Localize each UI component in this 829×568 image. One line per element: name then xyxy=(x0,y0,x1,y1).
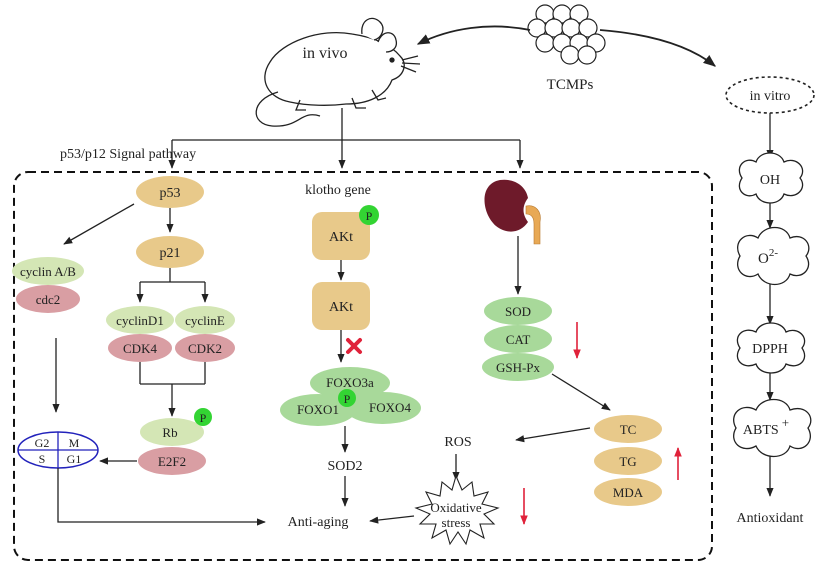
kidney-icon xyxy=(484,179,541,245)
akt-bottom-node xyxy=(312,282,370,330)
oh-label: OH xyxy=(760,173,780,188)
cdk2-node xyxy=(175,334,235,362)
inhibit-cross-icon xyxy=(346,338,362,354)
rb-label: Rb xyxy=(162,425,177,440)
arrow-cell-cycle-to-anti-aging xyxy=(57,468,266,526)
o2-label: O2- xyxy=(758,247,778,267)
oxidative-stress-burst xyxy=(414,474,500,546)
tc-node xyxy=(594,415,662,443)
mouse-icon xyxy=(255,17,421,127)
foxo1-label: FOXO1 xyxy=(297,402,339,417)
cell-cycle-g1: G1 xyxy=(67,452,82,466)
akt-phospho-badge xyxy=(359,205,379,225)
foxo1-node xyxy=(280,394,356,426)
mda-label: MDA xyxy=(613,485,644,500)
rb-phospho-label: P xyxy=(200,411,207,425)
foxo3a-label: FOXO3a xyxy=(326,375,374,390)
o2-cloud xyxy=(737,226,810,286)
cdk4-node xyxy=(108,334,172,362)
oxidative-stress-line1: Oxidative xyxy=(430,500,481,515)
e2f2-label: E2F2 xyxy=(158,454,186,469)
abts-cloud xyxy=(733,398,812,458)
arrow-p53-to-cyclin-ab xyxy=(63,203,135,245)
cdc2-node xyxy=(16,285,80,313)
e2f2-node xyxy=(138,447,206,475)
sod2-label: SOD2 xyxy=(327,459,362,474)
dpph-cloud xyxy=(736,322,806,374)
cyclin-ab-label: cyclin A/B xyxy=(20,264,76,279)
cyclin-d1-label: cyclinD1 xyxy=(116,313,164,328)
klotho-title: klotho gene xyxy=(305,183,371,198)
p53-label: p53 xyxy=(160,186,181,201)
mda-node xyxy=(594,478,662,506)
akt-top-label: AKt xyxy=(329,230,353,245)
sod-label: SOD xyxy=(505,304,531,319)
rb-node xyxy=(140,418,204,446)
in-vivo-frame xyxy=(13,171,713,561)
cdk-merge-lines xyxy=(139,362,206,417)
cyclin-e-node xyxy=(175,306,235,334)
arrow-stress-to-anti-aging xyxy=(369,515,415,524)
cell-cycle-s: S xyxy=(39,452,46,466)
p21-node xyxy=(136,236,204,268)
p21-fork-lines xyxy=(136,268,209,303)
tg-node xyxy=(594,447,662,475)
in-vivo-label: in vivo xyxy=(303,45,348,62)
akt-phospho-label: P xyxy=(366,209,373,223)
foxo4-node xyxy=(345,392,421,424)
tc-label: TC xyxy=(620,422,637,437)
sod-node xyxy=(484,297,552,325)
arrow-tcmps-to-in-vitro xyxy=(599,29,716,67)
anti-aging-label: Anti-aging xyxy=(288,515,349,530)
p53-node xyxy=(136,176,204,208)
ros-label: ROS xyxy=(444,435,471,450)
abts-label: ABTS+ xyxy=(743,415,789,438)
antioxidant-label: Antioxidant xyxy=(737,511,804,526)
cell-cycle-m: M xyxy=(69,436,80,450)
gsh-px-label: GSH-Px xyxy=(496,360,541,375)
cdk4-label: CDK4 xyxy=(123,341,157,356)
foxo4-label: FOXO4 xyxy=(369,400,411,415)
cell-cycle-diagram xyxy=(17,431,99,469)
arrow-tc-to-ros xyxy=(515,427,591,443)
tcmps-label: TCMPs xyxy=(547,77,594,93)
oh-cloud xyxy=(738,152,804,204)
cyclin-d1-node xyxy=(106,306,174,334)
cell-cycle-g2: G2 xyxy=(35,436,50,450)
akt-bottom-label: AKt xyxy=(329,300,353,315)
in-vitro-label: in vitro xyxy=(750,89,791,104)
cyclin-ab-node xyxy=(12,257,84,285)
foxo-phospho-badge xyxy=(338,389,356,407)
cyclin-e-label: cyclinE xyxy=(185,313,225,328)
rb-phospho-badge xyxy=(194,408,212,426)
foxo3a-node xyxy=(310,367,390,399)
cat-label: CAT xyxy=(506,332,531,347)
p53-pathway-title: p53/p12 Signal pathway xyxy=(60,147,196,162)
cat-node xyxy=(484,325,552,353)
cdc2-label: cdc2 xyxy=(36,292,61,307)
foxo-phospho-label: P xyxy=(344,392,351,406)
akt-top-node xyxy=(312,212,370,260)
arrow-gsh-to-tc xyxy=(551,373,611,411)
cdk2-label: CDK2 xyxy=(188,341,222,356)
tcmps-cluster-icon xyxy=(527,4,606,65)
gsh-px-node xyxy=(482,353,554,381)
oxidative-stress-line2: stress xyxy=(442,515,471,530)
in-vivo-branch-lines xyxy=(168,108,524,169)
dpph-label: DPPH xyxy=(752,342,788,357)
p21-label: p21 xyxy=(160,246,181,261)
arrow-tcmps-to-in-vivo xyxy=(416,25,531,45)
tg-label: TG xyxy=(619,454,636,469)
